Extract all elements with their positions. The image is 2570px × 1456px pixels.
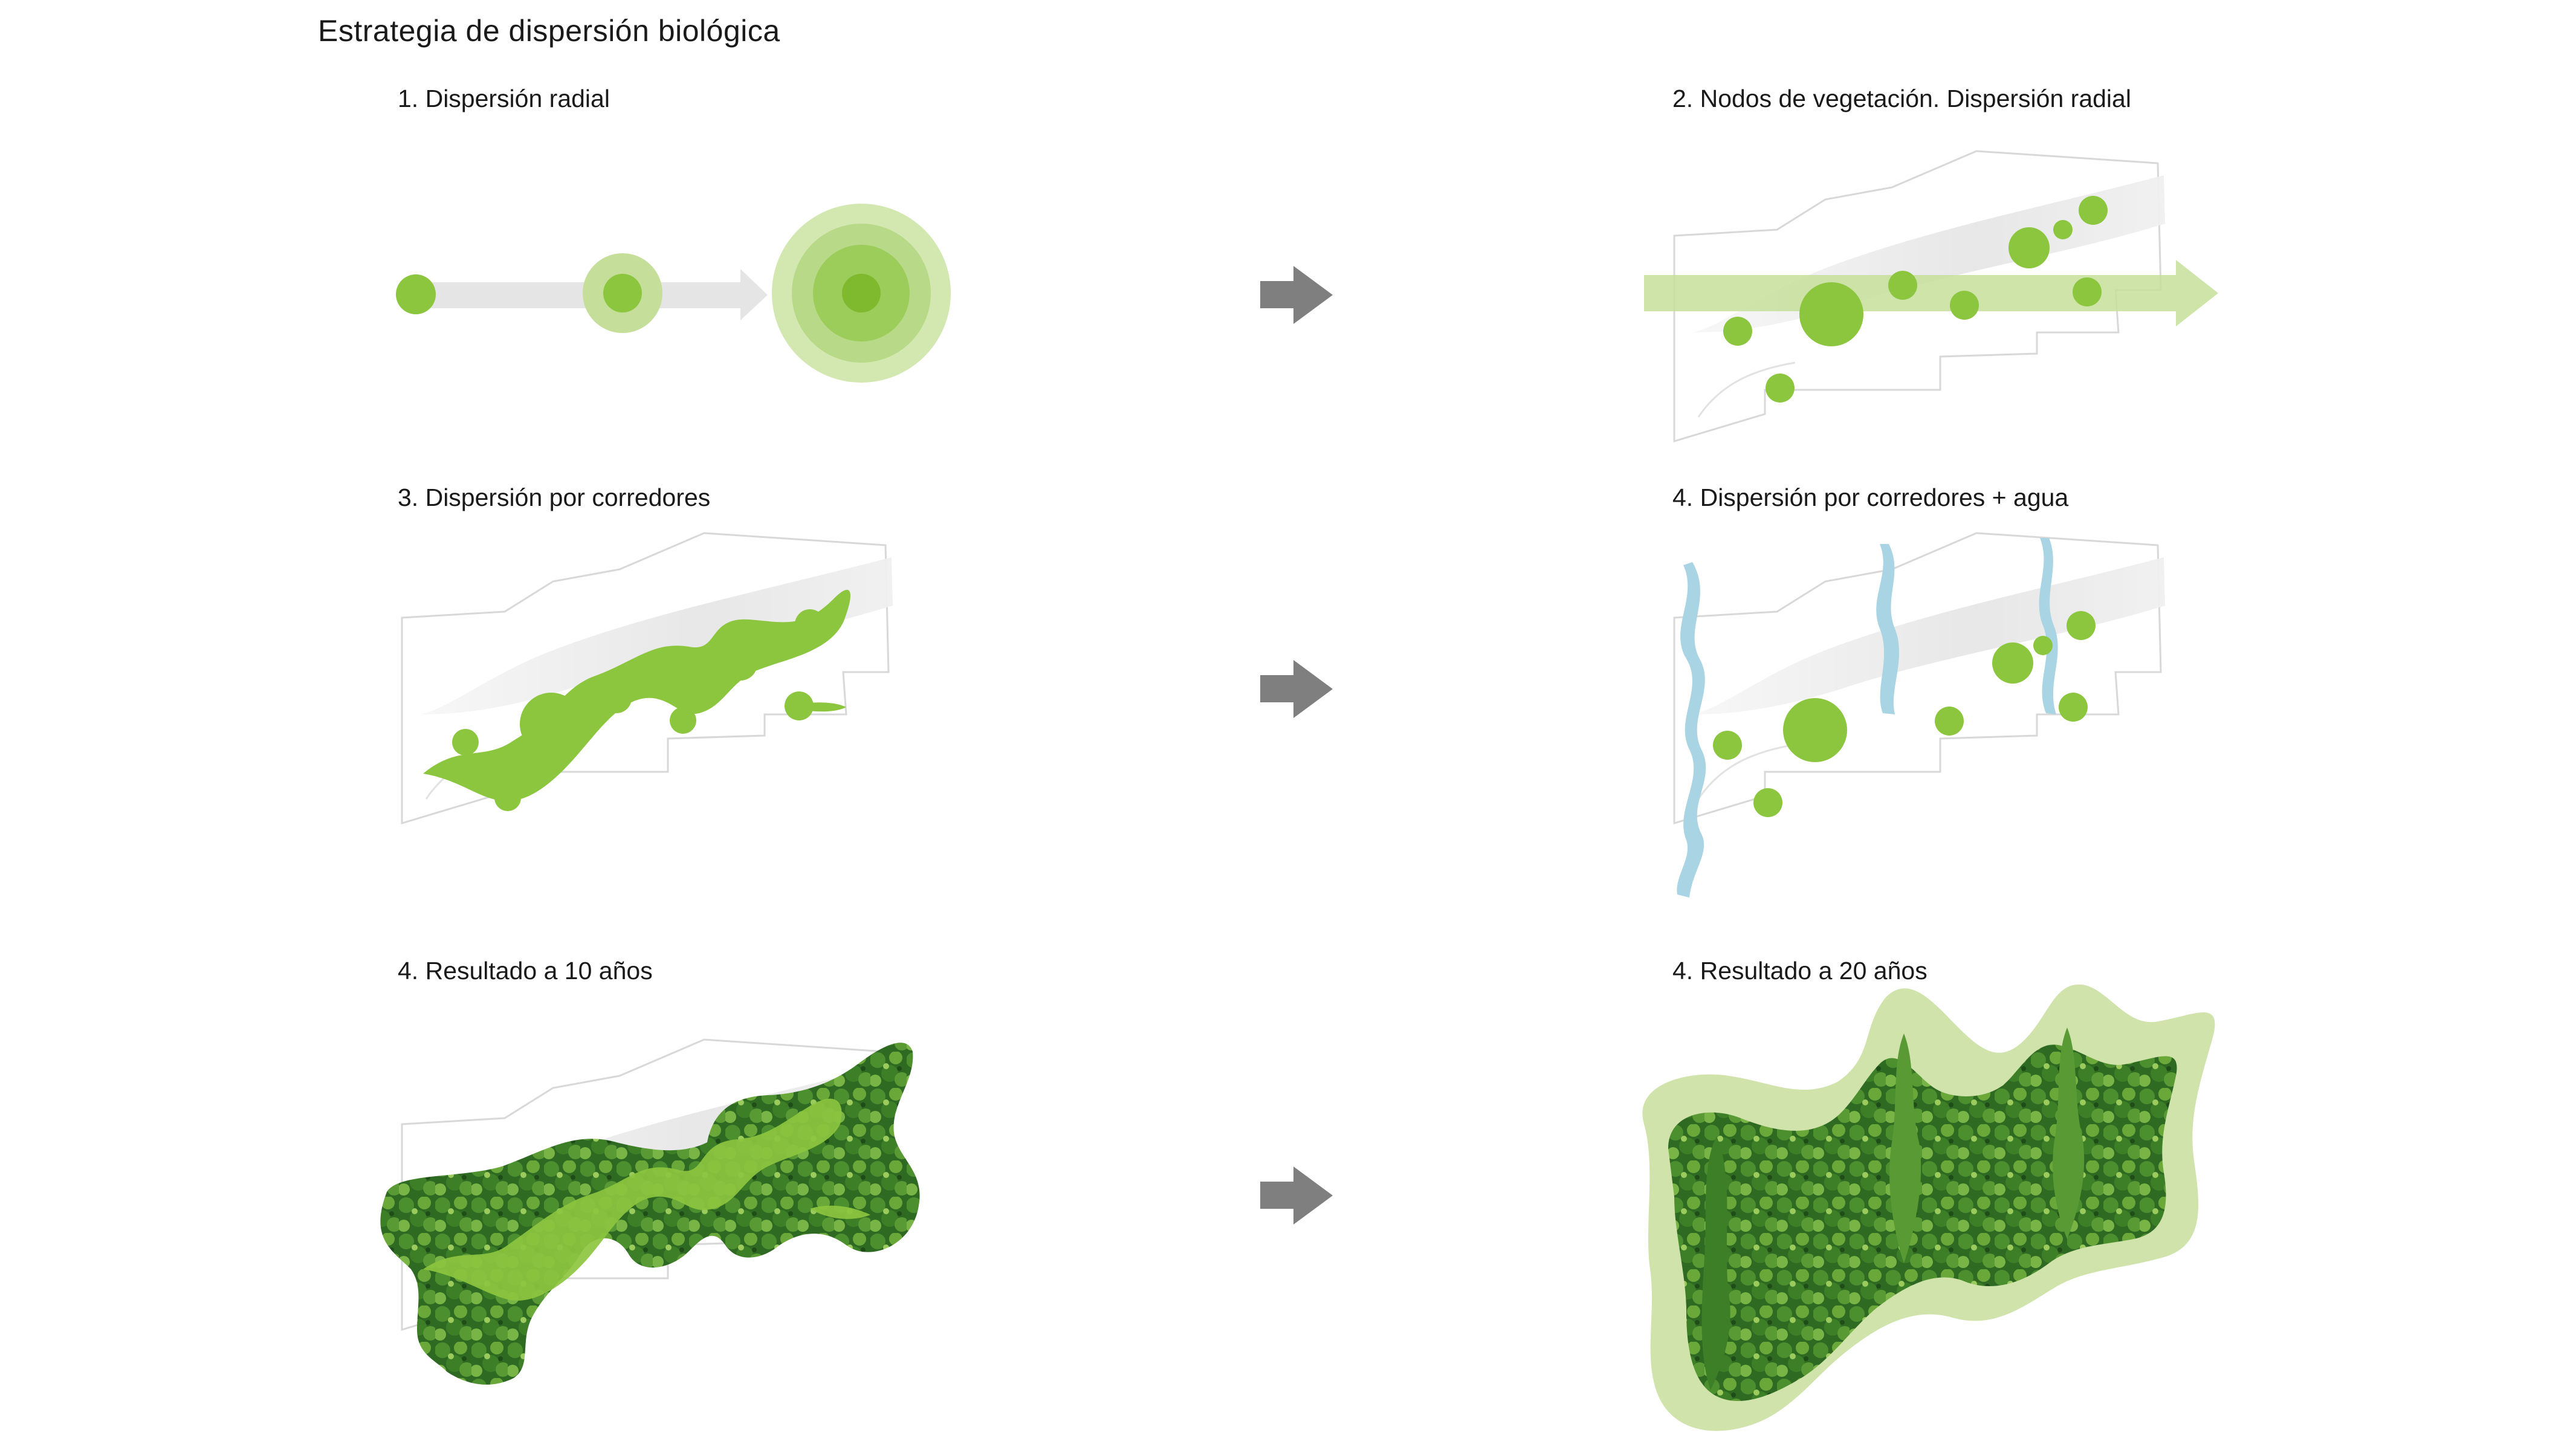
panel-4-diagram [1673, 532, 2166, 898]
panel-3-diagram [401, 532, 894, 824]
page-title: Estrategia de dispersión biológica [318, 14, 780, 48]
panel-2-label: 2. Nodos de vegetación. Dispersión radia… [1672, 85, 2131, 112]
panel-1-diagram [396, 204, 951, 383]
arrow-right-icon [1260, 266, 1333, 324]
panel-1-label: 1. Dispersión radial [398, 85, 610, 112]
panel-5-label: 4. Resultado a 10 años [398, 957, 653, 985]
arrow-right-icon [1260, 1166, 1333, 1225]
arrow-right-icon [1260, 660, 1333, 718]
panel-4-label: 4. Dispersión por corredores + agua [1672, 484, 2069, 511]
panel-3-label: 3. Dispersión por corredores [398, 484, 711, 511]
panel-5-diagram [380, 1038, 920, 1385]
panel-2-diagram [1644, 150, 2218, 442]
panel-6-diagram [1642, 984, 2215, 1431]
panel-6-label: 4. Resultado a 20 años [1672, 957, 1927, 985]
